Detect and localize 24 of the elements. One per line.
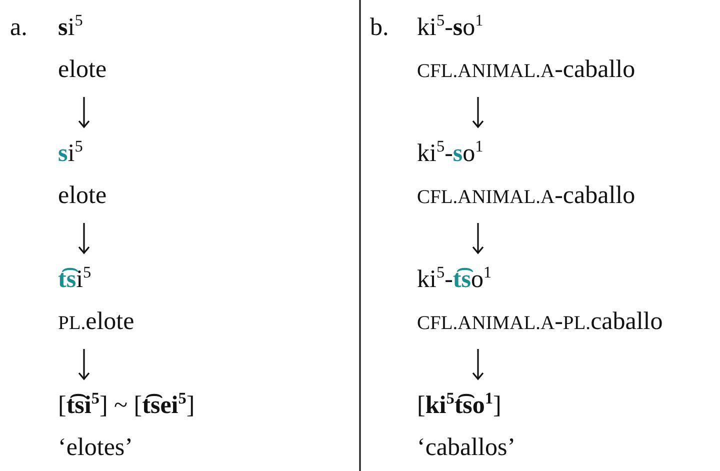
- gloss-text: elote: [58, 181, 107, 211]
- gloss-text: elote: [58, 55, 107, 85]
- example-letter: a.: [10, 13, 28, 43]
- phonetic-form: ki$^{5}$-so$^{1}$: [417, 10, 484, 43]
- phonetic-form: [ki$^{5}$t͡so$^{1}$]: [417, 388, 502, 421]
- gloss-text: ‘caballos’: [417, 433, 516, 463]
- gloss-text: CFL.ANIMAL.A-caballo: [417, 181, 636, 211]
- gloss-text: PL.elote: [58, 307, 134, 337]
- phonetic-form: ki$^{5}$-t͡so$^{1}$: [417, 262, 492, 295]
- derivation-arrow: [472, 97, 484, 128]
- phonetic-form: [t͡si$^{5}$] ~ [t͡sei$^{5}$]: [58, 388, 195, 421]
- phonetic-form: si$^{5}$: [58, 136, 83, 169]
- phonetic-form: ki$^{5}$-so$^{1}$: [417, 136, 484, 169]
- derivation-arrow: [472, 223, 484, 254]
- gloss-text: CFL.ANIMAL.A-caballo: [417, 55, 636, 85]
- derivation-arrow: [78, 349, 90, 380]
- derivation-arrow: [78, 223, 90, 254]
- derivation-arrow: [472, 349, 484, 380]
- gloss-text: CFL.ANIMAL.A-PL.caballo: [417, 307, 663, 337]
- derivation-arrow: [78, 97, 90, 128]
- phonetic-form: si$^{5}$: [58, 10, 83, 43]
- example-letter: b.: [370, 13, 389, 43]
- phonetic-form: t͡si$^{5}$: [58, 262, 92, 295]
- gloss-text: ‘elotes’: [58, 433, 133, 463]
